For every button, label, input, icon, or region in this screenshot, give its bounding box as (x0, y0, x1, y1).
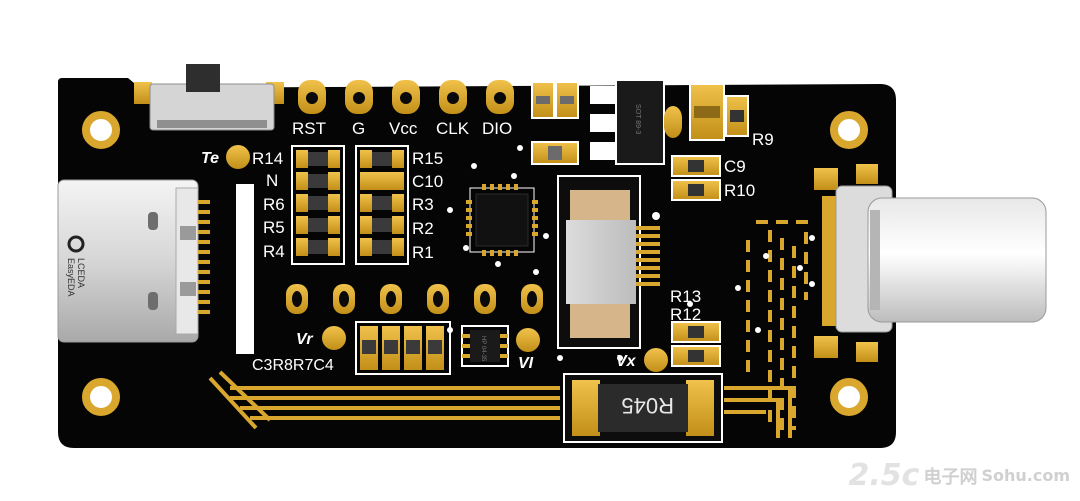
ic-marking: HP 04-35 (480, 336, 486, 362)
label-r13: R13 (670, 287, 701, 306)
small-ic: HP 04-35 (461, 325, 509, 367)
label-c10: C10 (412, 172, 443, 191)
right-resistor-array: R15 C10 R3 R2 R1 (355, 145, 443, 265)
top-smd-caps (531, 81, 579, 165)
sot89-regulator: SOT 89-3 (590, 79, 682, 165)
label-g: G (352, 119, 365, 138)
label-r12: R12 (670, 305, 701, 324)
watermark-site: 电子网 (923, 466, 978, 488)
test-point-vr: Vr (296, 326, 346, 350)
svg-text:VI: VI (518, 355, 534, 372)
mcu-qfn (466, 184, 538, 256)
svg-text:Vr: Vr (296, 331, 313, 348)
white-strip (236, 184, 254, 354)
shunt-resistor: R045 (563, 373, 723, 443)
label-r1: R1 (412, 243, 434, 262)
bottom-component-row: C3R8R7C4 (252, 321, 451, 375)
top-right-components: R9 C9 R10 (671, 83, 774, 201)
watermark-sub: Sohu.com (981, 466, 1070, 485)
header-pads (298, 80, 514, 114)
usb-c-left: LCEDA EasyEDA (57, 179, 210, 343)
label-r9: R9 (752, 130, 774, 149)
r13-r12-resistors: R13 R12 (670, 287, 721, 367)
fpc-connector (557, 175, 660, 349)
label-r6: R6 (263, 195, 285, 214)
label-r10: R10 (724, 181, 755, 200)
test-point-vi: VI (516, 328, 540, 372)
label-c3r8r7c4: C3R8R7C4 (252, 357, 334, 374)
label-dio: DIO (482, 119, 512, 138)
label-c9: C9 (724, 157, 746, 176)
watermark-logo: 2.5c (848, 458, 920, 493)
silk-logo-lceda: LCEDA (76, 258, 86, 288)
watermark: 2.5c 电子网 Sohu.com (849, 458, 1070, 493)
bottom-traces (208, 370, 792, 438)
usb-c-right-plug (814, 164, 1047, 362)
label-vcc: Vcc (389, 119, 418, 138)
shunt-marking: R045 (621, 393, 674, 418)
label-n: N (266, 171, 278, 190)
vias (447, 145, 815, 361)
label-r3: R3 (412, 195, 434, 214)
test-point-te: Te (201, 145, 250, 169)
label-r14: R14 (252, 149, 283, 168)
label-rst: RST (292, 119, 326, 138)
test-point-vx: Vx (616, 348, 668, 372)
label-r15: R15 (412, 149, 443, 168)
sot-marking: SOT 89-3 (634, 104, 641, 134)
label-r4: R4 (263, 242, 285, 261)
label-r2: R2 (412, 219, 434, 238)
slide-switch[interactable] (134, 64, 284, 131)
silk-logo-easyeda: EasyEDA (66, 258, 76, 297)
header-labels: RST G Vcc CLK DIO (292, 119, 512, 138)
right-dashed-traces (746, 220, 808, 430)
svg-text:Te: Te (201, 150, 219, 167)
left-resistor-array: R14 N R6 R5 R4 (252, 145, 345, 265)
label-r5: R5 (263, 218, 285, 237)
mounting-holes (82, 111, 868, 416)
label-clk: CLK (436, 119, 470, 138)
